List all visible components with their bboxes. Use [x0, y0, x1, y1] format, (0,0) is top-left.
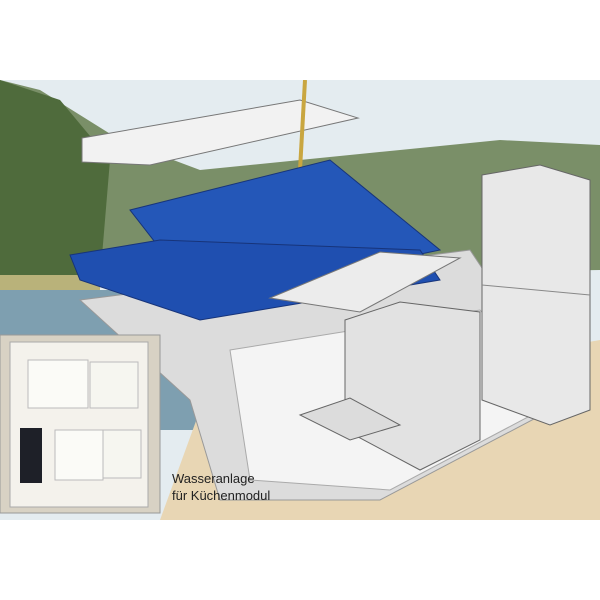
boat-interior-illustration	[0, 80, 600, 520]
forest	[0, 80, 110, 280]
fold-out-step	[298, 397, 402, 441]
inset-photo-water-system	[0, 334, 161, 514]
caption-line-2: für Küchenmodul	[172, 488, 271, 503]
tall-cabinet	[481, 164, 591, 426]
caption-line-1: Wasseranlage	[172, 471, 255, 486]
seat-cushion	[69, 239, 441, 321]
caption: Wasseranlage für Küchenmodul	[172, 470, 270, 504]
overhead-shelf	[81, 99, 360, 166]
table	[268, 251, 462, 313]
